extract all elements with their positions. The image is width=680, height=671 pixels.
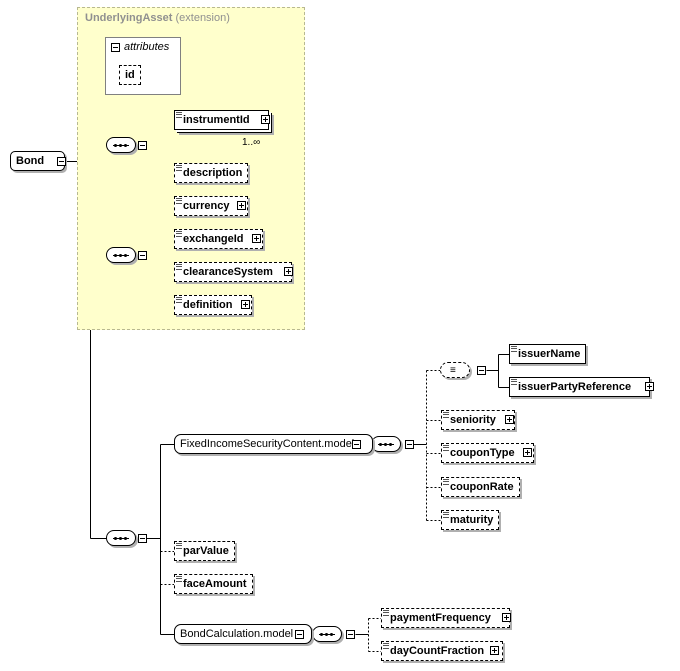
element-seniority-label: seniority	[450, 414, 496, 426]
element-clearanceSystem-label: clearanceSystem	[183, 266, 273, 278]
element-couponType[interactable]: couponType	[441, 443, 534, 463]
expand-currency-icon[interactable]	[237, 201, 246, 210]
attribute-id[interactable]: id	[119, 65, 141, 85]
bond-root-node[interactable]: Bond	[10, 151, 66, 171]
group-fixedIncome-label: FixedIncomeSecurityContent.model	[180, 438, 355, 450]
element-faceAmount-label: faceAmount	[183, 578, 247, 590]
choice-compositor[interactable]: ≡	[440, 362, 470, 378]
element-exchangeId-label: exchangeId	[183, 233, 244, 245]
choice-icon: ≡	[450, 365, 456, 376]
element-icon	[383, 643, 389, 649]
sequence-compositor-2[interactable]	[106, 247, 136, 263]
element-icon	[176, 112, 182, 118]
element-maturity-label: maturity	[450, 514, 494, 526]
collapse-bondCalculation-icon[interactable]	[295, 630, 304, 639]
extension-title: UnderlyingAsset (extension)	[85, 12, 230, 24]
element-icon	[443, 512, 449, 518]
expand-paymentFrequency-icon[interactable]	[502, 613, 511, 622]
expand-definition-icon[interactable]	[241, 300, 250, 309]
element-issuerName[interactable]: issuerName	[509, 344, 587, 364]
element-couponType-label: couponType	[450, 447, 515, 459]
extension-note: (extension)	[175, 12, 230, 24]
sequence-compositor-3[interactable]	[106, 530, 136, 546]
element-icon	[176, 543, 182, 549]
attribute-id-label: id	[125, 69, 135, 81]
element-issuerPartyReference[interactable]: issuerPartyReference	[509, 377, 651, 397]
element-icon	[443, 479, 449, 485]
element-instrumentId[interactable]: instrumentId	[174, 110, 269, 130]
expand-exchangeId-icon[interactable]	[252, 234, 261, 243]
element-icon	[443, 445, 449, 451]
element-dayCountFraction-label: dayCountFraction	[390, 645, 485, 657]
collapse-fixedIncome-icon[interactable]	[352, 440, 361, 449]
element-clearanceSystem[interactable]: clearanceSystem	[174, 262, 292, 282]
collapse-bond-icon[interactable]	[57, 157, 66, 166]
sequence-compositor-1[interactable]	[106, 137, 136, 153]
element-parValue[interactable]: parValue	[174, 541, 235, 561]
attributes-title: attributes	[124, 41, 170, 53]
element-icon	[176, 231, 182, 237]
attributes-box: attributes id	[105, 37, 181, 95]
collapse-choice-icon[interactable]	[477, 366, 486, 375]
collapse-sequence-2-icon[interactable]	[138, 251, 147, 260]
sequence-compositor-4[interactable]	[371, 436, 401, 452]
expand-dayCountFraction-icon[interactable]	[490, 646, 499, 655]
element-icon	[443, 412, 449, 418]
element-description-label: description	[183, 167, 243, 179]
collapse-sequence-5-icon[interactable]	[346, 630, 355, 639]
element-icon	[383, 610, 389, 616]
collapse-sequence-4-icon[interactable]	[405, 440, 414, 449]
collapse-attributes-icon[interactable]	[111, 43, 120, 52]
element-couponRate-label: couponRate	[450, 481, 514, 493]
element-instrumentId-label: instrumentId	[183, 114, 250, 126]
element-exchangeId[interactable]: exchangeId	[174, 229, 263, 249]
element-icon	[176, 264, 182, 270]
element-currency[interactable]: currency	[174, 196, 249, 216]
group-fixedIncomeSecurityContent[interactable]: FixedIncomeSecurityContent.model	[174, 434, 374, 454]
group-bondCalculation-label: BondCalculation.model	[180, 628, 294, 640]
expand-issuerPartyReference-icon[interactable]	[645, 382, 654, 391]
expand-couponType-icon[interactable]	[523, 448, 532, 457]
extension-name: UnderlyingAsset	[85, 12, 173, 24]
element-parValue-label: parValue	[183, 545, 229, 557]
element-faceAmount[interactable]: faceAmount	[174, 574, 253, 594]
instrumentId-cardinality: 1..∞	[242, 137, 261, 148]
element-definition-label: definition	[183, 299, 233, 311]
collapse-sequence-1-icon[interactable]	[138, 141, 147, 150]
element-icon	[511, 379, 517, 385]
element-description[interactable]: description	[174, 163, 249, 183]
element-currency-label: currency	[183, 200, 230, 212]
element-icon	[176, 297, 182, 303]
element-icon	[176, 198, 182, 204]
group-bondCalculation[interactable]: BondCalculation.model	[174, 624, 313, 644]
element-icon	[511, 346, 517, 352]
bond-root-label: Bond	[16, 155, 45, 167]
element-seniority[interactable]: seniority	[441, 410, 515, 430]
element-definition[interactable]: definition	[174, 295, 252, 315]
expand-seniority-icon[interactable]	[505, 415, 514, 424]
element-icon	[176, 165, 182, 171]
expand-instrumentId-icon[interactable]	[261, 115, 270, 124]
element-issuerPartyReference-label: issuerPartyReference	[518, 381, 632, 393]
element-couponRate[interactable]: couponRate	[441, 477, 520, 497]
element-paymentFrequency[interactable]: paymentFrequency	[381, 608, 510, 628]
element-icon	[176, 576, 182, 582]
collapse-sequence-3-icon[interactable]	[138, 534, 147, 543]
element-maturity[interactable]: maturity	[441, 510, 500, 530]
sequence-compositor-5[interactable]	[312, 626, 342, 642]
expand-clearanceSystem-icon[interactable]	[284, 267, 293, 276]
element-paymentFrequency-label: paymentFrequency	[390, 612, 491, 624]
element-dayCountFraction[interactable]: dayCountFraction	[381, 641, 504, 661]
element-issuerName-label: issuerName	[518, 348, 581, 360]
